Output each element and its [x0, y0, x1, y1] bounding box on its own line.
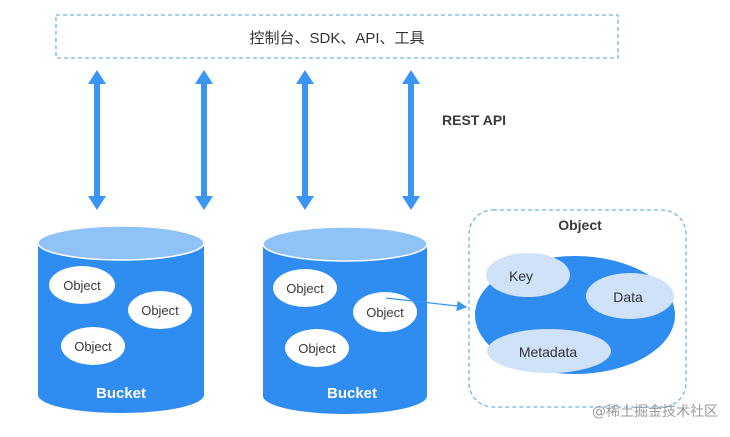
- object-part-label: Metadata: [519, 344, 578, 360]
- object-part-label: Data: [613, 289, 643, 305]
- double-arrow: [195, 70, 213, 210]
- object-label: Object: [298, 341, 336, 356]
- watermark: @稀土掘金技术社区: [592, 404, 718, 420]
- bucket-label: Bucket: [327, 385, 377, 402]
- object-part-key: Key: [486, 253, 570, 297]
- bucket-cylinder: Object Object Object Bucket: [262, 226, 428, 414]
- object-ellipse: Object: [273, 269, 337, 307]
- object-ellipse: Object: [49, 266, 115, 304]
- object-label: Object: [366, 305, 404, 320]
- object-ellipse: Object: [285, 329, 349, 367]
- object-detail-title: Object: [558, 217, 602, 233]
- object-ellipse: Object: [353, 292, 417, 332]
- object-ellipse: Object: [61, 327, 125, 365]
- object-part-data: Data: [586, 273, 674, 319]
- rest-api-label: REST API: [442, 112, 506, 128]
- client-tools-label: 控制台、SDK、API、工具: [249, 30, 424, 47]
- object-label: Object: [63, 278, 101, 293]
- double-arrow: [88, 70, 106, 210]
- object-label: Object: [286, 281, 324, 296]
- client-tools-box: 控制台、SDK、API、工具: [55, 14, 619, 59]
- object-ellipse: Object: [128, 291, 192, 329]
- object-label: Object: [141, 303, 179, 318]
- double-arrow: [402, 70, 420, 210]
- bucket-cylinder: Object Object Object Bucket: [37, 225, 205, 413]
- object-detail-box: Object Key Data Metadata: [468, 209, 687, 408]
- object-part-label: Key: [509, 268, 533, 284]
- bucket-label: Bucket: [96, 385, 146, 402]
- object-label: Object: [74, 339, 112, 354]
- object-part-metadata: Metadata: [487, 329, 611, 373]
- object-detail-arrow: [385, 297, 468, 312]
- double-arrow: [296, 70, 314, 210]
